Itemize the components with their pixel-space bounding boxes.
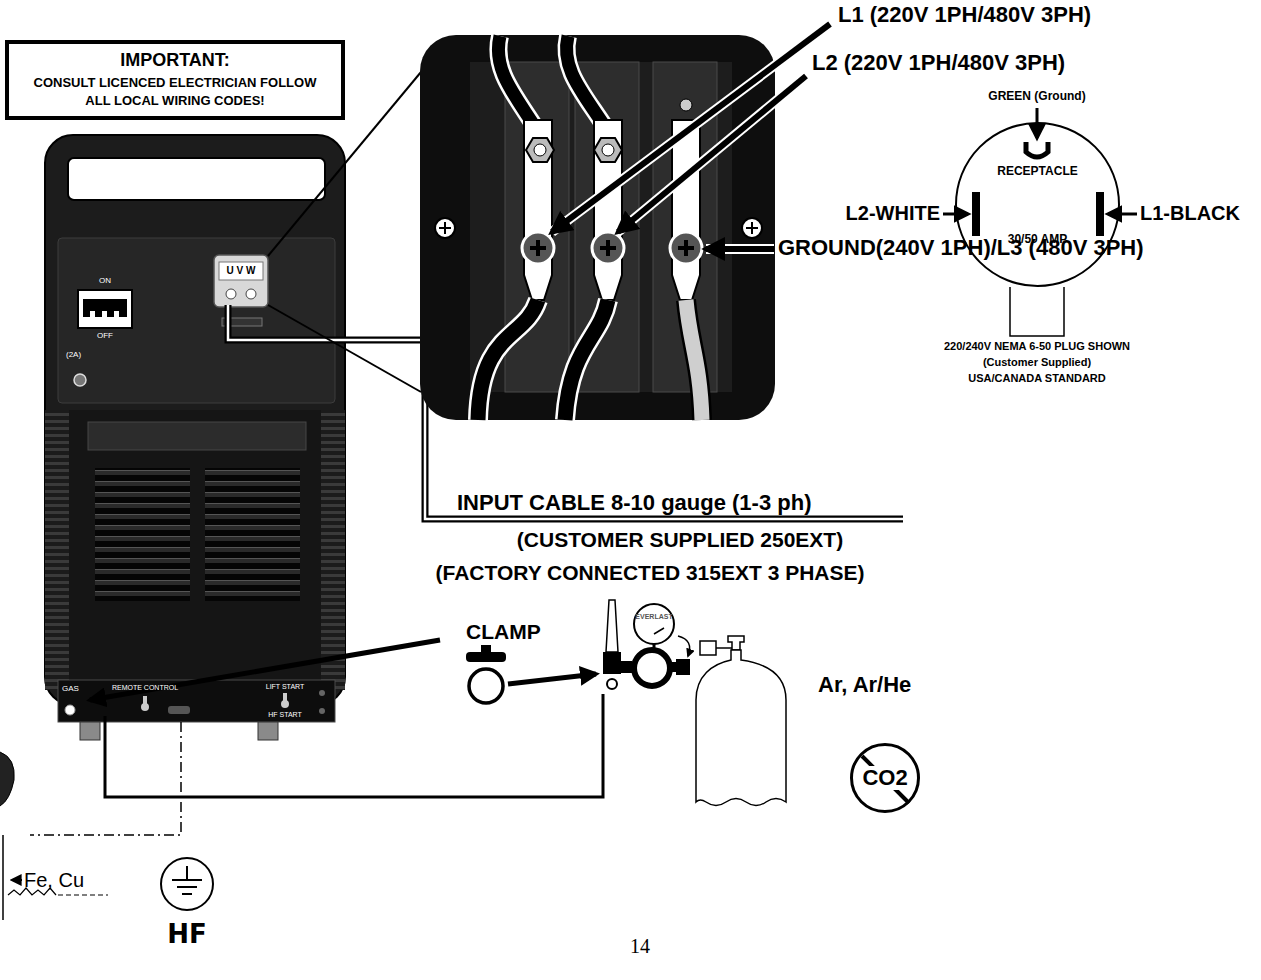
side-ribs (321, 410, 345, 690)
side-ribs (45, 410, 69, 690)
page-number: 14 (630, 935, 650, 958)
welder-body (45, 135, 345, 740)
terminal-label: L2 (220V 1PH/480V 3PH) (812, 50, 1065, 75)
pin-label: L2-WHITE (846, 202, 940, 225)
foot (80, 722, 100, 740)
control-label: LIFT START (266, 683, 305, 691)
gas-hose (105, 694, 603, 797)
hose-clamp (466, 645, 506, 703)
brand-mark: EVERLAST (635, 613, 672, 621)
control-label: REMOTE CONTROL (112, 684, 178, 692)
receptacle-outline: RECEPTACLE30/50 AMP (955, 122, 1120, 287)
power-switch (74, 290, 132, 386)
node-text: RECEPTACLE (997, 164, 1077, 178)
fuse-label: (2A) (66, 350, 81, 359)
plug-face (943, 108, 1137, 336)
warning-box: IMPORTANT: CONSULT LICENCED ELECTRICIAN F… (5, 40, 345, 120)
foot (258, 722, 278, 740)
node-text: CONSULT LICENCED ELECTRICIAN FOLLOW ALL … (33, 74, 318, 109)
gas-regulator (603, 600, 690, 689)
terminal-block (420, 35, 775, 420)
vent-slots (205, 468, 300, 601)
cable-note: INPUT CABLE 8-10 gauge (1-3 ph) (457, 490, 811, 515)
no-co2-sign: CO2 (850, 743, 920, 813)
terminal-marking: U V W (227, 265, 256, 277)
pin-label: GREEN (Ground) (988, 90, 1085, 104)
plug-note: (Customer Supplied) (983, 356, 1091, 369)
node-text: CO2 (860, 766, 909, 790)
pointer-arrow (90, 640, 596, 700)
zoom-line (268, 305, 421, 392)
vent-slots (95, 468, 190, 601)
switch-label: OFF (97, 331, 113, 340)
gas-cylinder (696, 636, 786, 806)
symbol-label: HF (167, 920, 207, 950)
cable-note: (FACTORY CONNECTED 315EXT 3 PHASE) (435, 561, 864, 585)
fuse-holder (74, 374, 86, 386)
gas-label: Ar, Ar/He (818, 672, 911, 697)
switch-label: ON (99, 276, 111, 285)
work-lead (0, 722, 181, 920)
cable-note: (CUSTOMER SUPPLIED 250EXT) (517, 528, 843, 552)
control-label: HF START (268, 711, 302, 719)
pointer-arrow (552, 24, 830, 249)
ground-symbol (161, 858, 213, 910)
node-text: IMPORTANT: (17, 50, 333, 71)
material-label: Fe, Cu (24, 869, 84, 892)
handle-slot (68, 158, 325, 200)
control-panel (58, 680, 335, 722)
terminal-label: GROUND(240V 1PH)/L3 (480V 3PH) (778, 235, 1144, 260)
input-terminal (214, 255, 268, 326)
plug-note: USA/CANADA STANDARD (968, 372, 1106, 385)
port-label: GAS (62, 684, 79, 693)
pin-label: L1-BLACK (1140, 202, 1240, 225)
part-label: CLAMP (466, 620, 541, 644)
display-window (88, 422, 306, 450)
terminal-label: L1 (220V 1PH/480V 3PH) (838, 2, 1091, 27)
plug-note: 220/240V NEMA 6-50 PLUG SHOWN (944, 340, 1130, 353)
